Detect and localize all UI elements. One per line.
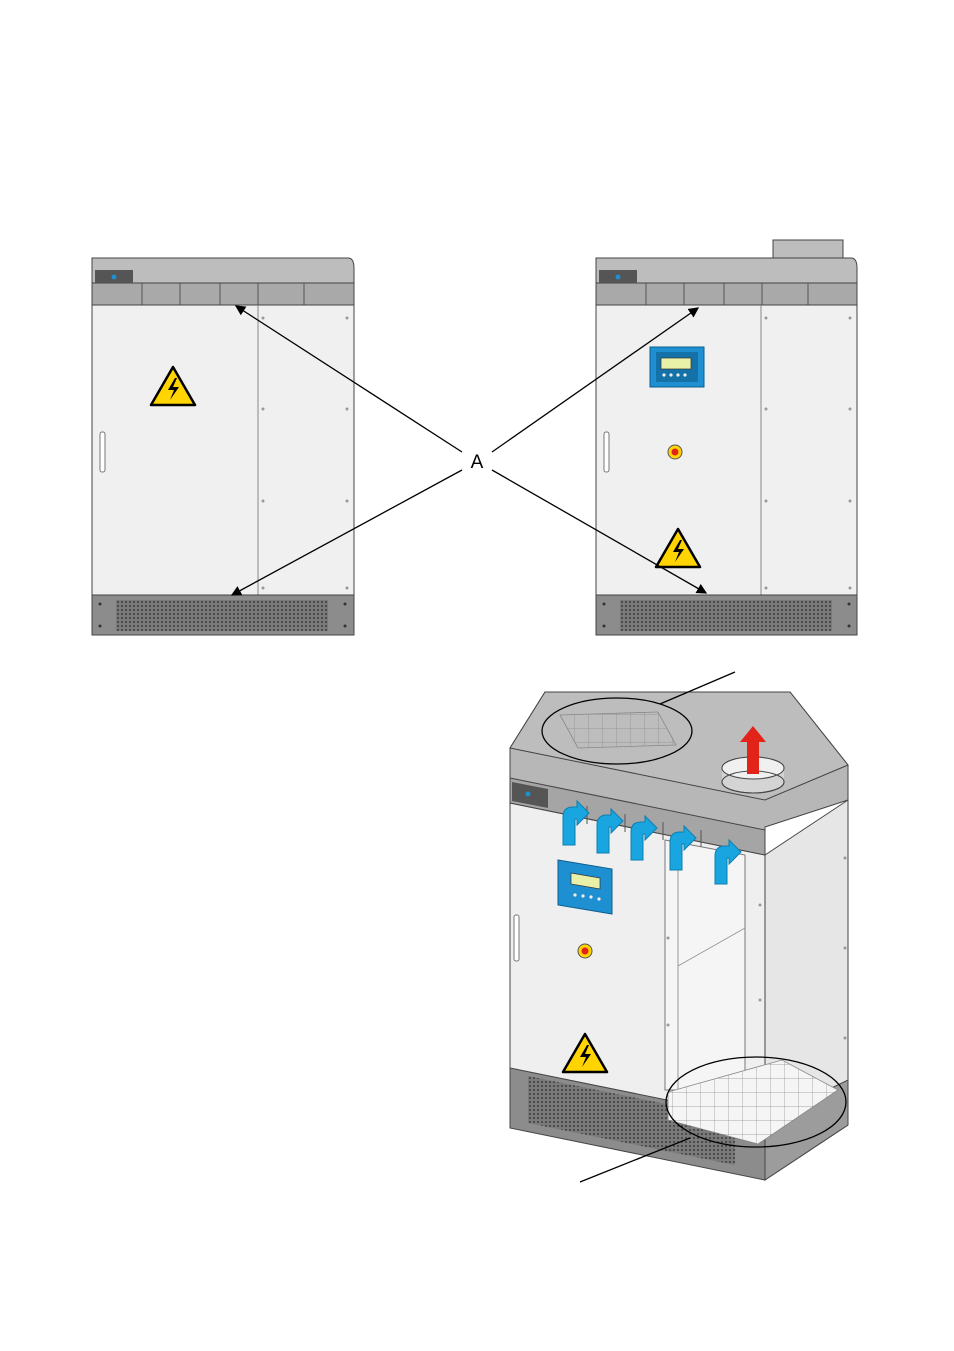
bottom-filter-highlight xyxy=(665,1056,847,1148)
emergency-stop-button-icon xyxy=(577,943,593,959)
exhaust-arrow-icon xyxy=(740,726,766,774)
cabinet-front-view-right xyxy=(595,239,858,636)
control-panel-display xyxy=(649,346,705,388)
exhaust-duct xyxy=(721,756,785,794)
cabinet-isometric-view xyxy=(509,671,849,1183)
top-air-filter-grid xyxy=(559,711,677,749)
callout-label-a: A xyxy=(471,452,484,473)
control-panel-display xyxy=(557,859,613,915)
bottom-air-filter-grid xyxy=(667,1059,839,1145)
door-handle-icon xyxy=(99,431,106,473)
emergency-stop-button-icon xyxy=(667,444,683,460)
door-handle-icon xyxy=(603,431,610,473)
callout-a xyxy=(230,305,708,596)
exhaust-duct xyxy=(772,239,844,261)
cabinet-front-view-left xyxy=(91,257,355,636)
top-filter-highlight xyxy=(541,697,693,765)
door-handle-icon xyxy=(513,914,520,962)
